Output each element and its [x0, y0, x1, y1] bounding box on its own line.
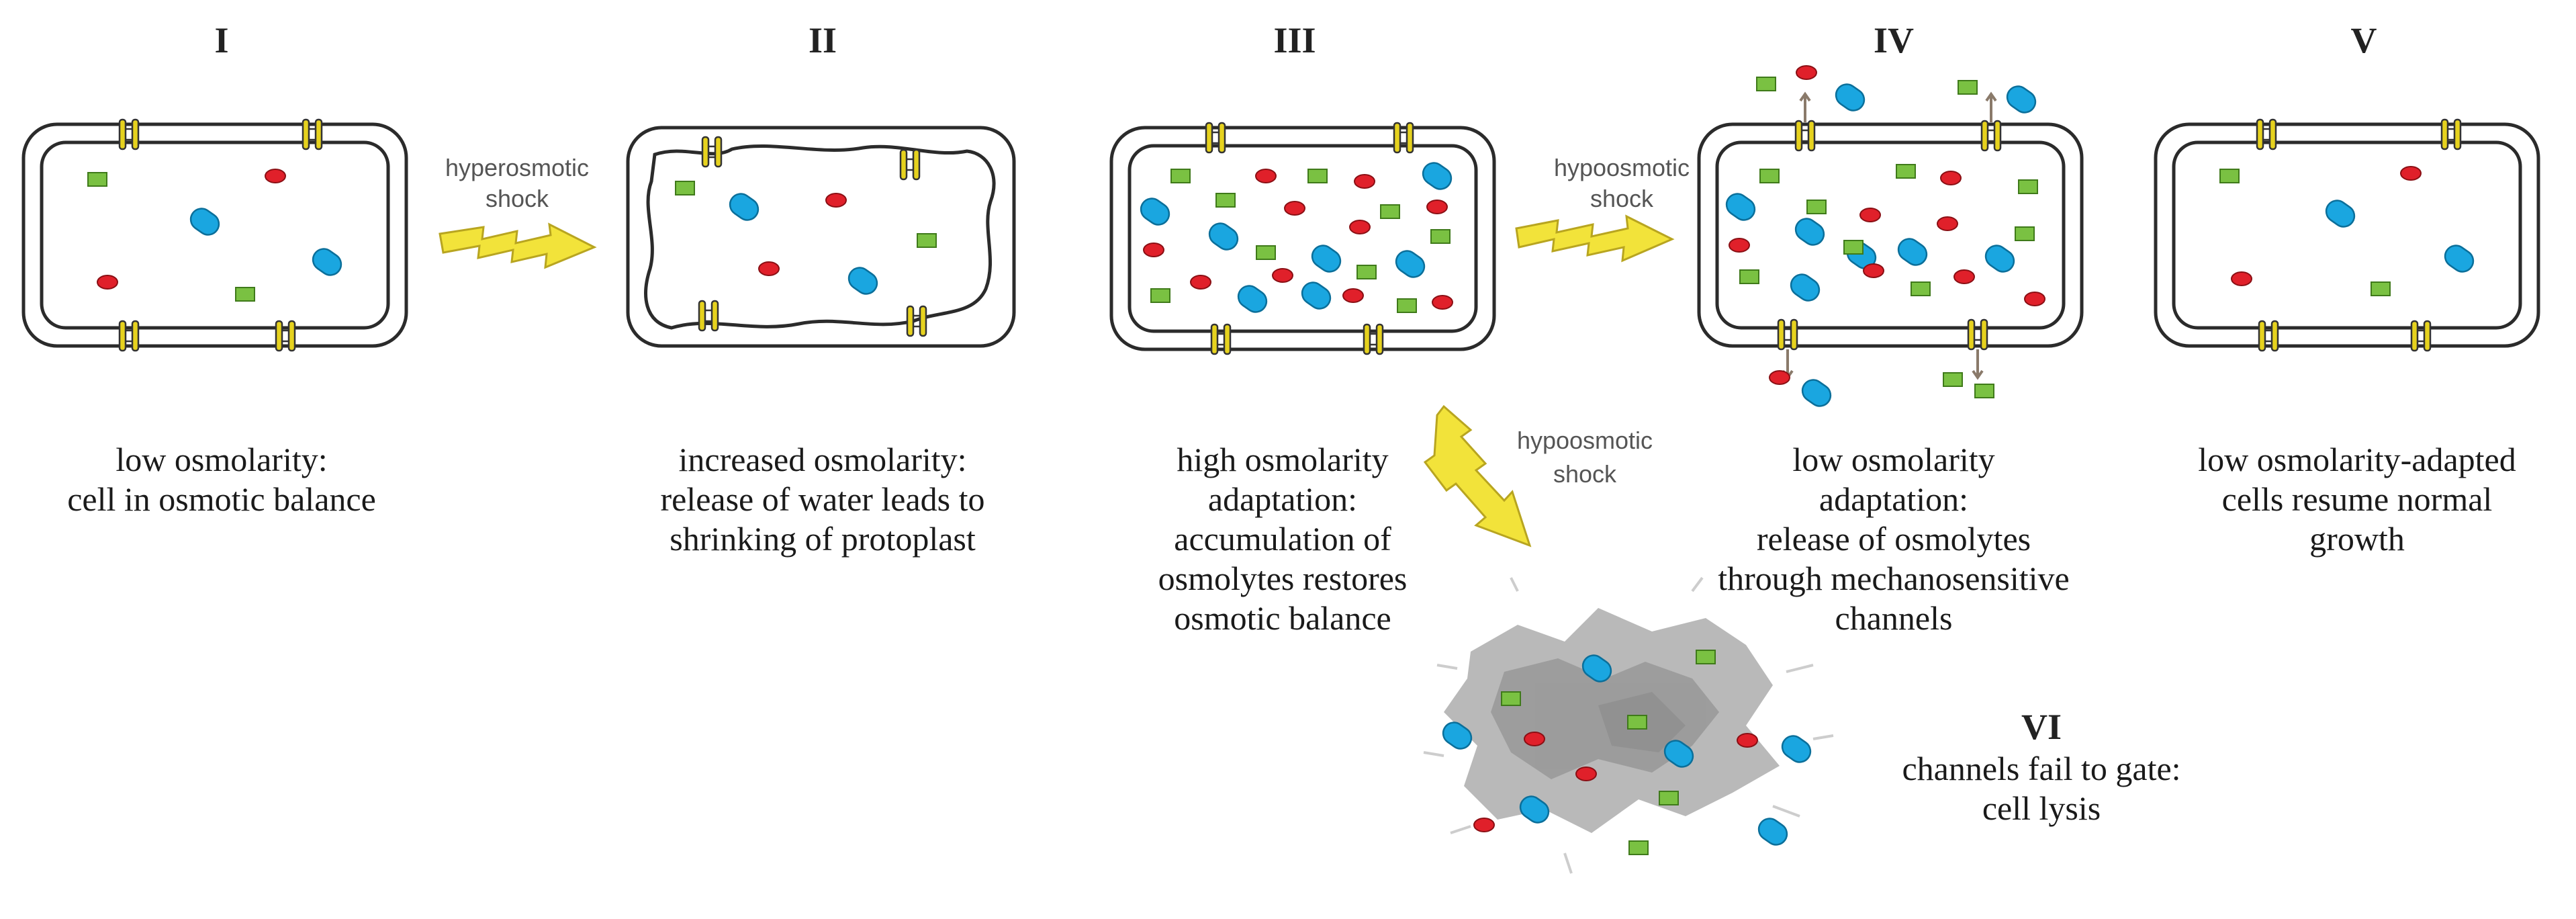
- stage-numeral: II: [809, 20, 837, 60]
- svg-text:shock: shock: [1553, 460, 1617, 488]
- lightning-arrow-icon: [439, 222, 597, 269]
- stage-5-caption: low osmolarity-adapted cells resume norm…: [2198, 441, 2516, 558]
- lightning-arrow-icon: [1515, 214, 1675, 263]
- cell-stage-3: [1109, 122, 1496, 355]
- stage-1-caption: low osmolarity: cell in osmotic balance: [67, 441, 376, 518]
- stage-numeral: I: [214, 20, 228, 60]
- stage-3-caption: high osmolarity adaptation: accumulation…: [1158, 441, 1408, 637]
- cell-stage-4: [1697, 65, 2084, 411]
- hypoosmotic-shock-arrow-down: hypoosmotic shock: [1423, 404, 1653, 548]
- cell-stage-1: [21, 118, 408, 352]
- stage-numeral: VI: [2021, 707, 2062, 747]
- svg-text:hypoosmotic: hypoosmotic: [1517, 427, 1653, 454]
- hypoosmotic-shock-arrow: hypoosmotic shock: [1515, 154, 1690, 263]
- lightning-arrow-icon: [1423, 404, 1532, 548]
- stage-numeral: IV: [1874, 20, 1914, 60]
- stage-numeral: III: [1273, 20, 1316, 60]
- stage-2-caption: increased osmolarity: release of water l…: [660, 441, 985, 558]
- hyperosmotic-shock-arrow: hyperosmotic shock: [439, 154, 597, 269]
- lysed-cell: [1423, 576, 1834, 874]
- cell-stage-2: [626, 126, 1016, 348]
- stage-4-caption: low osmolarity adaptation: release of os…: [1718, 441, 2070, 637]
- svg-text:hypoosmotic: hypoosmotic: [1554, 154, 1690, 181]
- stage-numeral: V: [2351, 20, 2377, 60]
- svg-text:shock: shock: [486, 185, 549, 212]
- lysis-caption: channels fail to gate: cell lysis: [1902, 750, 2181, 827]
- cell-stage-5: [2154, 118, 2540, 352]
- svg-text:shock: shock: [1590, 185, 1654, 212]
- svg-text:hyperosmotic: hyperosmotic: [445, 154, 589, 181]
